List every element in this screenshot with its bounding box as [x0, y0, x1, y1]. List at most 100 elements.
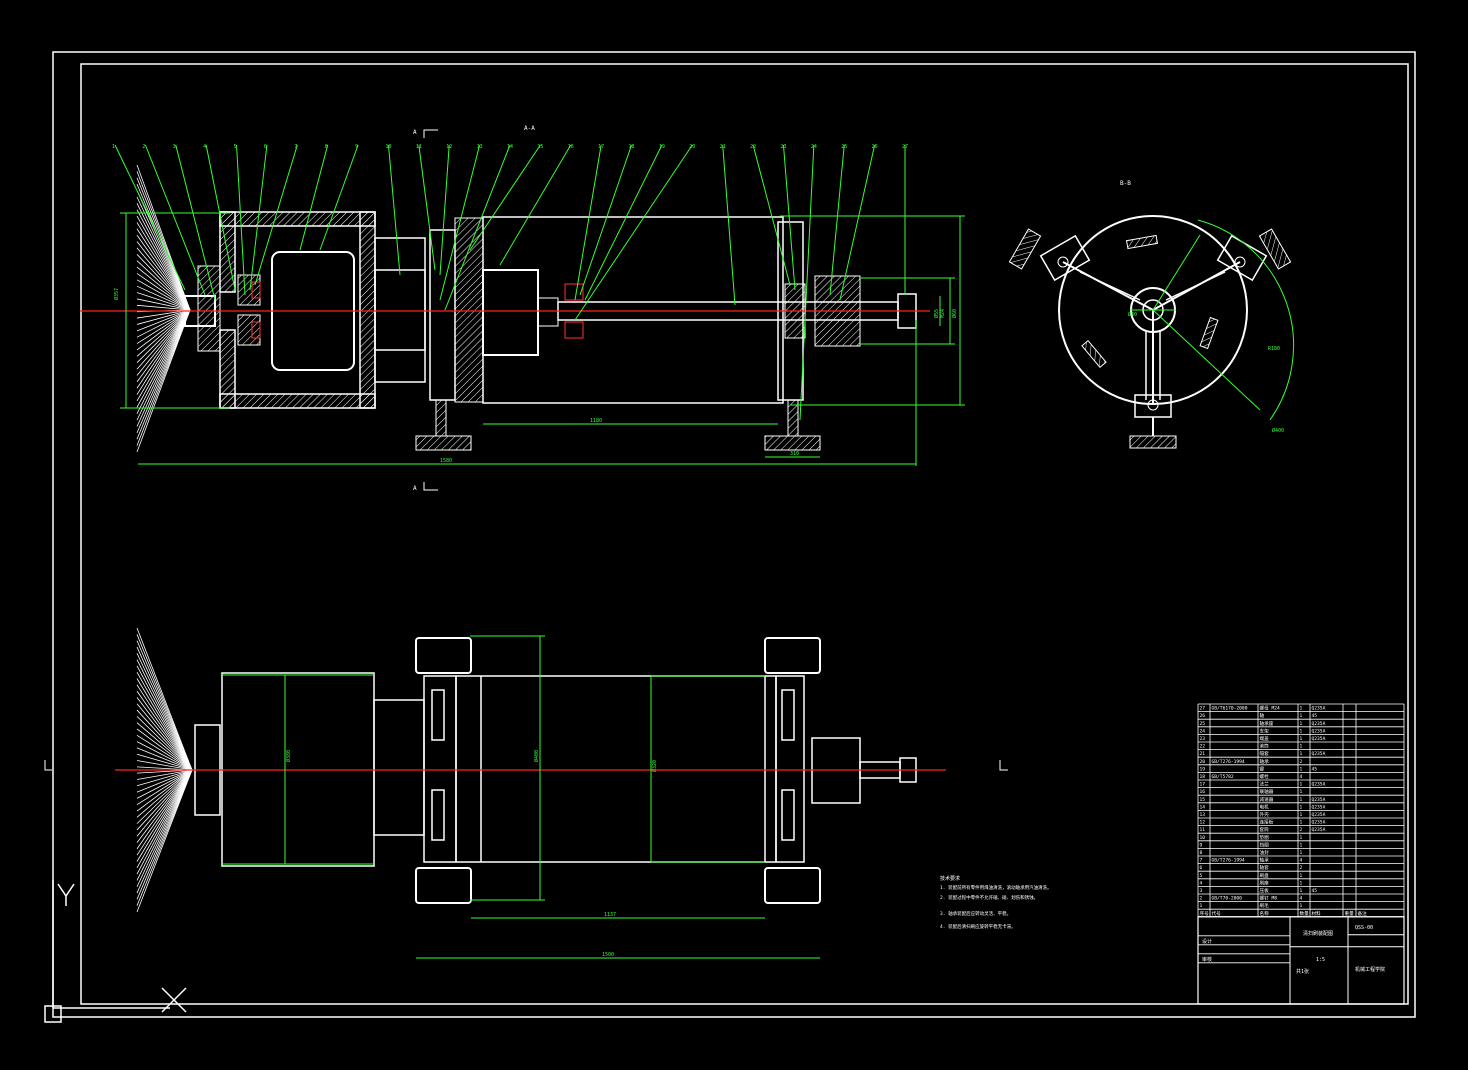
title-block — [1197, 916, 1405, 1005]
balloon-label: 14 — [507, 144, 513, 150]
balloon-label: 24 — [811, 144, 817, 150]
dim-drum-dia: Ø320 — [651, 760, 658, 772]
note-line-4: 4. 装配后清扫刷应旋转平稳无卡滞。 — [940, 923, 1016, 930]
bom-cell: 1 — [1300, 880, 1303, 886]
bristle — [136, 309, 191, 383]
drum-hub-boss — [537, 297, 559, 327]
bom-cell: 代号 — [1212, 910, 1222, 917]
bristle — [136, 769, 193, 818]
dim-drum-length: 1180 — [590, 418, 602, 424]
bristle — [136, 646, 193, 771]
bristle — [136, 690, 193, 771]
bom-cell: 1 — [1300, 842, 1303, 848]
bom-cell: 1 — [1300, 804, 1303, 810]
dim-brush-dia: Ø357 — [113, 288, 120, 300]
bristle — [136, 769, 193, 869]
bom-cell: 8 — [1200, 850, 1203, 856]
dim-arc-radius: R180 — [1268, 346, 1280, 352]
drum-body — [482, 216, 784, 404]
bristle — [136, 741, 193, 771]
bristle — [136, 309, 191, 427]
bom-cell: Q235A — [1312, 820, 1326, 826]
bom-cell: 滚筒 — [1260, 743, 1270, 750]
balloon-label: 2 — [142, 144, 145, 150]
balloon-leader — [782, 144, 796, 291]
bom-cell: 联轴器 — [1260, 788, 1274, 795]
balloon-label: 7 — [294, 144, 297, 150]
dimensions-right-view — [1130, 219, 1295, 421]
balloon-leader — [469, 144, 541, 251]
balloon-leader — [574, 144, 693, 321]
bristle — [136, 177, 191, 311]
bom-cell: 序号 — [1200, 910, 1210, 917]
dim-inner-length: 1137 — [604, 912, 616, 918]
flange-plates-plan — [423, 675, 805, 863]
bom-cell: 轴承 — [1260, 857, 1270, 864]
balloon-leader — [579, 144, 633, 296]
bom-cell: 25 — [1200, 721, 1206, 727]
bom-cell: GB/T276-1994 — [1212, 858, 1245, 864]
bom-cell: 26 — [1200, 713, 1206, 719]
bom-cell: 22 — [1200, 744, 1206, 750]
bristle — [136, 769, 193, 787]
bom-cell: Q235A — [1312, 736, 1326, 742]
bristle — [136, 684, 193, 771]
notes-heading: 技术要求 — [940, 875, 960, 882]
dim-foot-span: Ø400 — [533, 750, 540, 762]
bristle — [136, 634, 193, 771]
balloon-label: 17 — [598, 144, 604, 150]
bristle — [136, 241, 191, 311]
motor-housing — [219, 211, 376, 409]
brush-flange — [197, 265, 221, 352]
bristle — [136, 716, 193, 771]
bom-cell: 压板 — [1260, 887, 1270, 894]
bristle — [136, 665, 193, 771]
bom-cell: 油封 — [1260, 849, 1270, 856]
dimensions-plan-view — [222, 635, 820, 959]
balloon-label: 11 — [416, 144, 422, 150]
note-line-2: 2. 装配过程中零件不允许磕、碰、划伤和锈蚀。 — [940, 894, 1038, 901]
balloon-label: 20 — [689, 144, 695, 150]
bom-cell: 2 — [1300, 759, 1303, 765]
bom-cell: GB/T5782 — [1212, 774, 1234, 780]
bristle — [136, 254, 191, 311]
bom-cell: 备注 — [1358, 910, 1368, 917]
bristle — [136, 769, 193, 806]
bom-cell: GB/T276-1994 — [1212, 759, 1245, 765]
bristle — [136, 769, 193, 875]
bristle — [136, 215, 191, 311]
balloon-leader — [249, 144, 268, 291]
bristle — [136, 247, 191, 311]
bristle — [136, 769, 193, 862]
bristle — [136, 769, 193, 913]
bristle — [136, 203, 191, 311]
section-marker-a — [423, 129, 438, 491]
bom-cell: 16 — [1200, 789, 1206, 795]
balloon-leader — [839, 144, 876, 301]
view-marker-a-bottom: A — [413, 485, 417, 492]
bom-cell: 1 — [1300, 888, 1303, 894]
note-line-3: 3. 轴承装配后应转动灵活、平稳。 — [940, 910, 1011, 917]
bom-cell: 45 — [1312, 888, 1318, 894]
bristle — [136, 769, 193, 856]
bristle — [136, 734, 193, 771]
coupling-housing — [374, 237, 426, 383]
bom-cell: 1 — [1300, 751, 1303, 757]
bom-cell: 17 — [1200, 782, 1206, 788]
bristle — [136, 769, 193, 780]
bom-cell: 1 — [1300, 744, 1303, 750]
bristle — [136, 309, 191, 453]
bom-cell: 连接板 — [1260, 819, 1274, 826]
dimensions-top-view — [120, 212, 965, 466]
balloon-label: 26 — [872, 144, 878, 150]
bom-cell: 轴套 — [1260, 864, 1270, 871]
balloon-leader — [205, 144, 236, 291]
bom-cell: 12 — [1200, 820, 1206, 826]
bristle — [136, 309, 191, 338]
section-view-b-b — [1008, 215, 1292, 449]
bom-cell: 垫圈 — [1260, 834, 1270, 841]
bristle — [136, 640, 193, 771]
